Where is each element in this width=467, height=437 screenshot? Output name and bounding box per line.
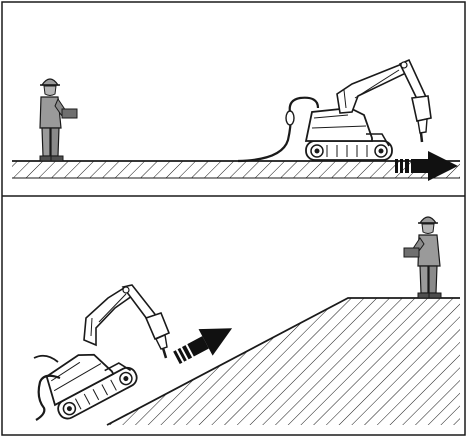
hydraulic-breaker-icon [144, 312, 171, 359]
boom-arm [83, 286, 134, 347]
power-cable-icon [35, 374, 61, 421]
hydraulic-breaker-icon [411, 95, 432, 143]
cable-connector [285, 110, 295, 126]
panel-slope [33, 216, 460, 426]
direction-arrow-icon[interactable] [169, 315, 239, 371]
worker-figure-icon [39, 78, 78, 162]
flat-ground-hatch [12, 161, 460, 178]
direction-arrow-icon[interactable] [395, 151, 458, 181]
remote-control-box [403, 247, 420, 258]
slope-hatch [107, 298, 460, 425]
demolition-robot [304, 58, 432, 161]
panel-flat-ground [12, 58, 460, 181]
demolition-robot [45, 353, 138, 420]
worker-figure-icon [403, 216, 442, 299]
crawler-track-icon [57, 366, 138, 420]
crawler-track-icon [305, 140, 393, 161]
remote-control-box [61, 108, 78, 119]
